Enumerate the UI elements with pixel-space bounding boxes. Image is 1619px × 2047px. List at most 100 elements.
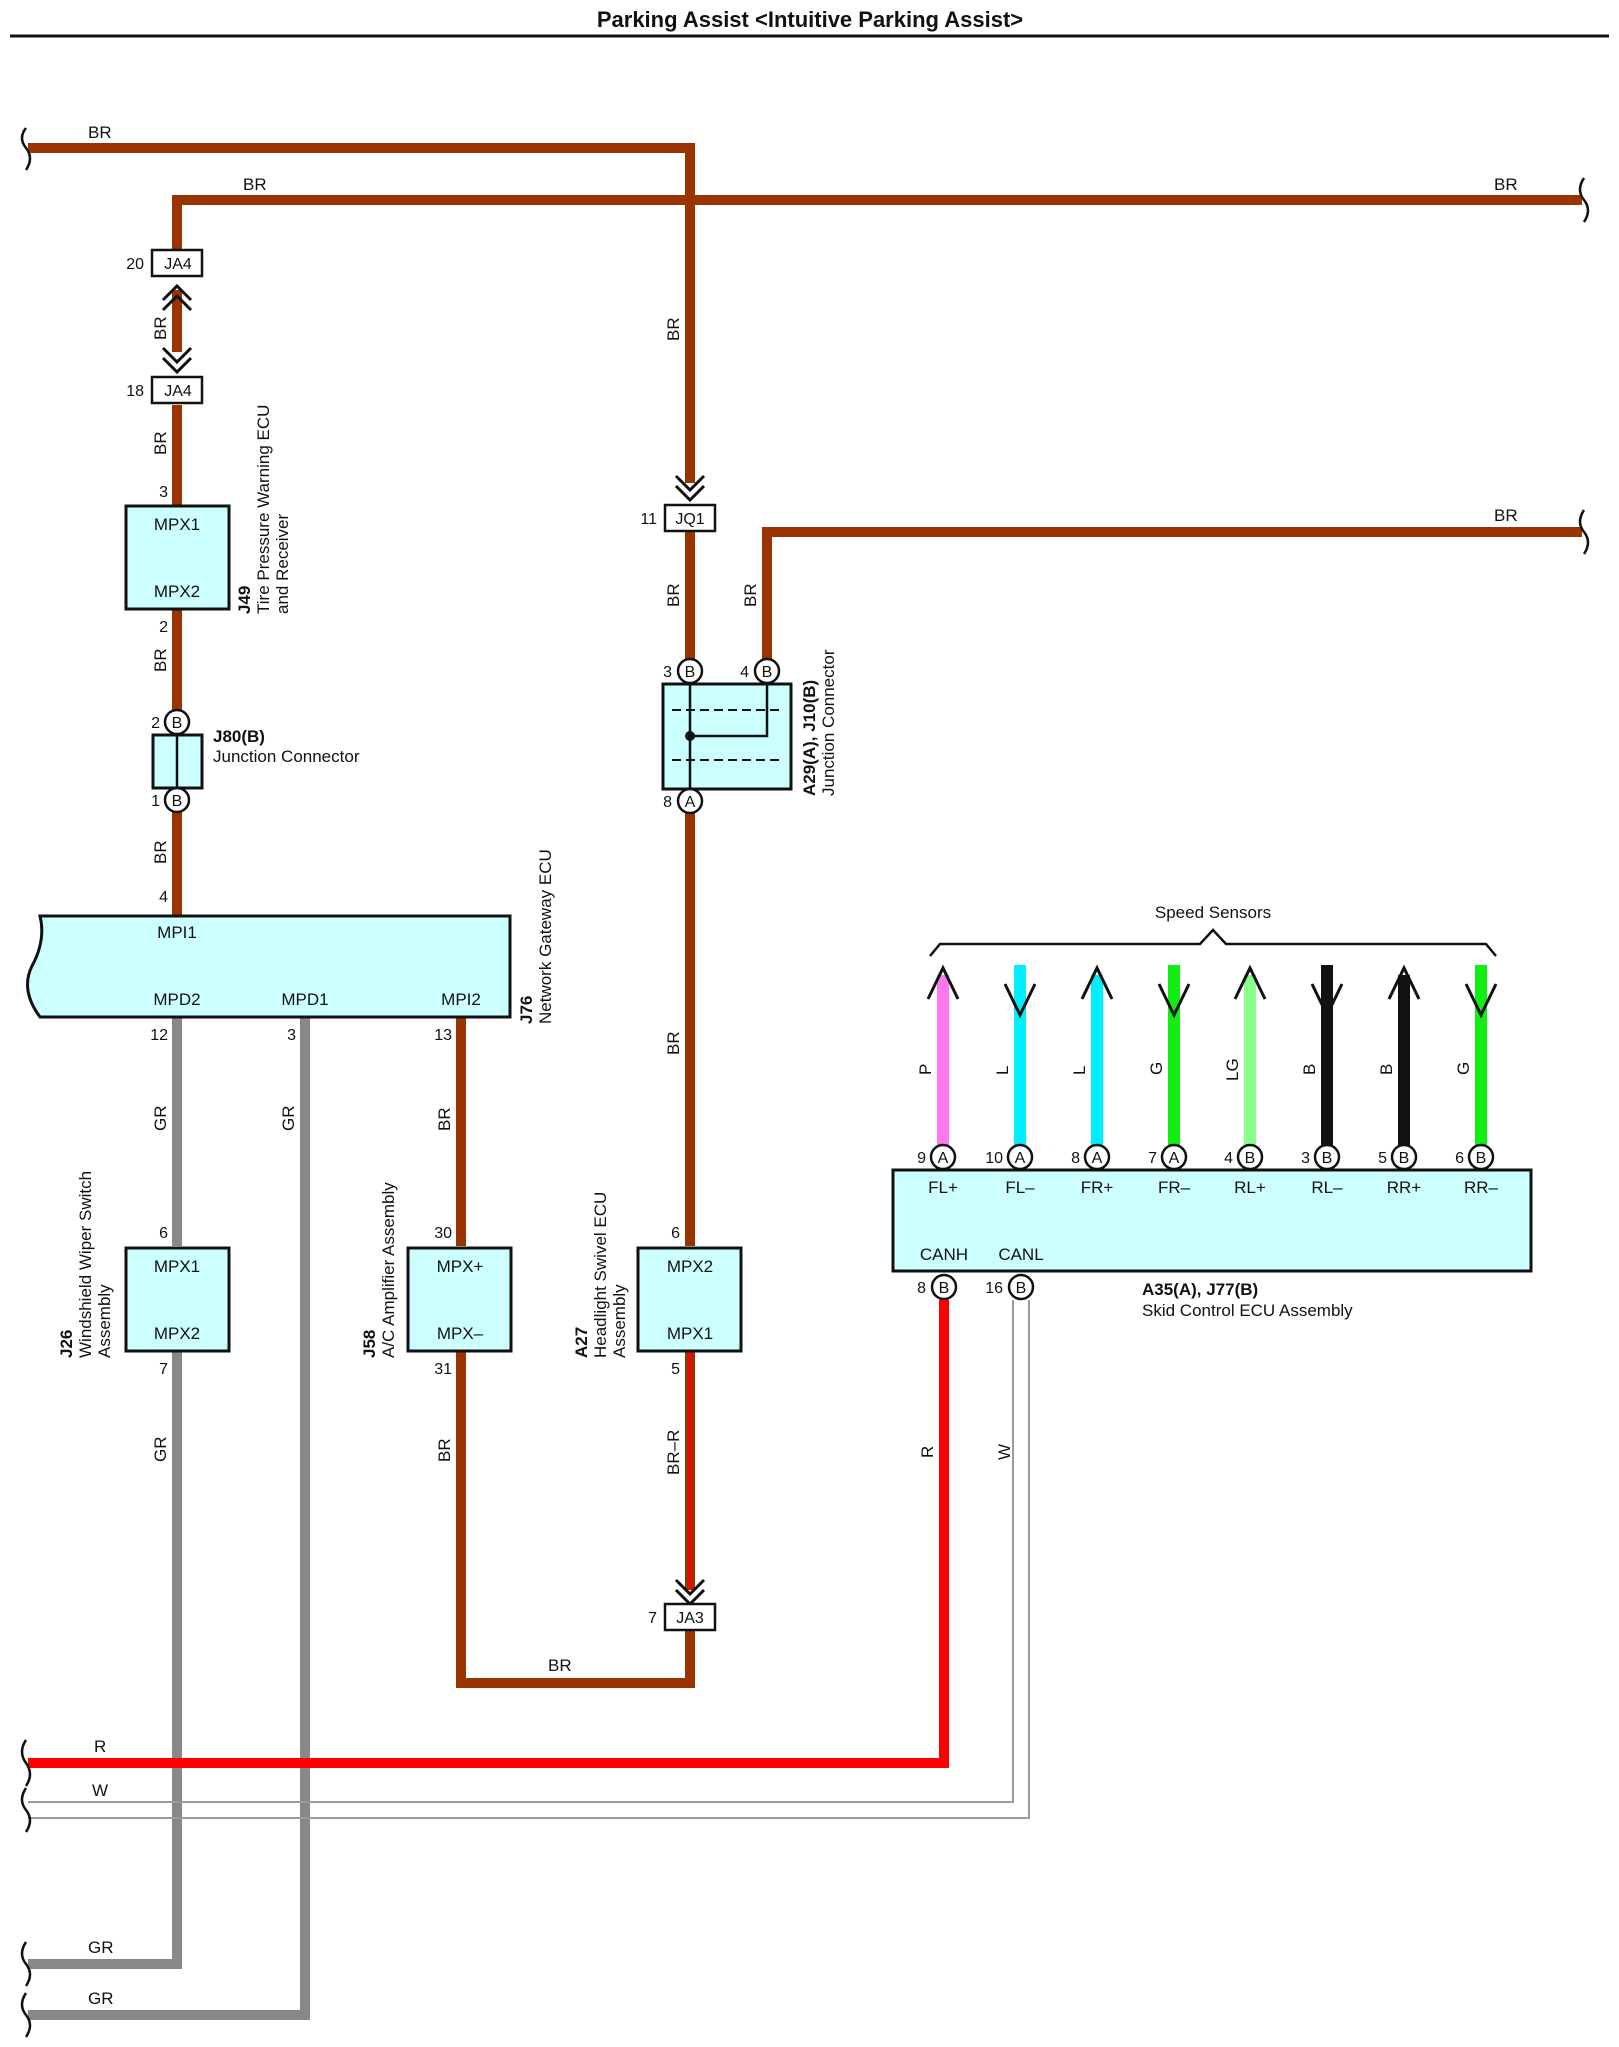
pin-number: 8	[663, 794, 672, 811]
wire-label: BR	[664, 1031, 683, 1055]
break-mark-top-left	[20, 127, 32, 171]
component-skid-control-ecu: A A A A B B B B 9 10 8 7 4 3 5 6 FL+ FL–…	[891, 1143, 1533, 1320]
wire-label: GR	[151, 1437, 170, 1463]
wire-br-branch-right	[762, 527, 1582, 660]
arrow-up-icon	[1387, 964, 1421, 1000]
svg-text:B: B	[685, 664, 696, 681]
connector-ja4-top: JA4 20	[126, 248, 204, 278]
wire-label: BR	[88, 123, 112, 142]
svg-text:5: 5	[1378, 1150, 1387, 1167]
svg-text:B: B	[762, 664, 773, 681]
wire-gr-j76-mpd1	[28, 1017, 310, 2020]
wire-label: BR	[548, 1656, 572, 1675]
component-name: Tire Pressure Warning ECU	[254, 405, 273, 614]
connector-ja4-bottom: JA4 18	[126, 375, 204, 405]
svg-text:9: 9	[917, 1150, 926, 1167]
terminal-label: MPD2	[153, 990, 200, 1009]
pin-number: 16	[985, 1280, 1003, 1297]
svg-text:FR+: FR+	[1081, 1178, 1114, 1197]
svg-text:B: B	[939, 1280, 950, 1297]
svg-text:JA4: JA4	[164, 256, 192, 273]
wire-br-top-horizontal	[172, 195, 1582, 250]
wire-label: R	[918, 1446, 937, 1458]
connector-ja3: JA3 7	[648, 1602, 717, 1632]
chevron-down-icon	[674, 474, 706, 503]
pin-number: 5	[671, 1361, 680, 1378]
break-mark-r	[20, 1739, 32, 1787]
connector-chevrons	[161, 283, 706, 1607]
terminal-label: CANH	[920, 1245, 968, 1264]
svg-text:18: 18	[126, 383, 144, 400]
sensor-pin-numbers: 9 10 8 7 4 3 5 6	[917, 1150, 1464, 1167]
terminal-label: MPX2	[154, 582, 200, 601]
terminal-label: MPI1	[157, 923, 197, 942]
wire-br-r-a27-ja3	[683, 1351, 697, 1590]
component-name: Network Gateway ECU	[536, 849, 555, 1024]
wire-label: BR	[151, 648, 170, 672]
svg-text:JQ1: JQ1	[675, 511, 704, 528]
wire-label: BR	[664, 317, 683, 341]
break-mark-w	[20, 1787, 32, 1833]
arrow-down-icon	[1157, 983, 1191, 1019]
svg-text:B: B	[172, 793, 183, 810]
break-mark-branch-right	[1578, 509, 1590, 555]
wire-color-label: P	[916, 1064, 935, 1075]
component-name: A/C Amplifier Assembly	[379, 1182, 398, 1358]
svg-text:RL+: RL+	[1234, 1178, 1266, 1197]
component-name: Headlight Swivel ECU	[591, 1192, 610, 1358]
arrow-up-icon	[1233, 964, 1267, 1000]
pin-number: 31	[434, 1361, 452, 1378]
svg-text:7: 7	[648, 1610, 657, 1627]
terminal-label: MPX2	[667, 1257, 713, 1276]
wire-label: BR	[151, 840, 170, 864]
terminal-label: MPX1	[667, 1324, 713, 1343]
wire-color-label: L	[1070, 1066, 1089, 1075]
wire-br-j58-ja3	[456, 1351, 695, 1688]
component-code: J76	[517, 996, 536, 1024]
wire-label: BR	[1494, 506, 1518, 525]
svg-text:RR+: RR+	[1387, 1178, 1422, 1197]
pin-number: 3	[663, 664, 672, 681]
component-name: Skid Control ECU Assembly	[1142, 1301, 1353, 1320]
wire-w-canl	[28, 1300, 1030, 1819]
connector-jq1: JQ1 11	[640, 503, 717, 533]
wire-label: GR	[88, 1989, 114, 2008]
svg-text:7: 7	[1148, 1150, 1157, 1167]
chevron-down-icon	[161, 346, 193, 375]
pin-number: 12	[150, 1027, 168, 1044]
chevron-up-icon	[161, 283, 193, 312]
svg-text:JA4: JA4	[164, 383, 192, 400]
wire-label: BR	[243, 175, 267, 194]
component-name: and Receiver	[273, 513, 292, 614]
pin-number: 1	[151, 793, 160, 810]
arrow-up-icon	[1080, 964, 1114, 1000]
terminal-label: MPX+	[437, 1257, 484, 1276]
wire-label: GR	[88, 1938, 114, 1957]
wire-color-label: G	[1454, 1062, 1473, 1075]
wire-label: BR	[1494, 175, 1518, 194]
component-code: J58	[360, 1330, 379, 1358]
svg-text:10: 10	[985, 1150, 1003, 1167]
wire-label: BR–R	[664, 1430, 683, 1475]
pin-number: 2	[151, 715, 160, 732]
svg-text:A: A	[685, 794, 696, 811]
break-mark-gr-1	[20, 1941, 32, 1987]
terminal-label: MPX1	[154, 515, 200, 534]
pin-number: 3	[159, 484, 168, 501]
component-name: Assembly	[610, 1284, 629, 1358]
break-mark-top-right	[1578, 177, 1590, 223]
pin-number: 6	[159, 1225, 168, 1242]
pin-number: 2	[159, 619, 168, 636]
terminal-label: CANL	[998, 1245, 1043, 1264]
svg-text:4: 4	[1224, 1150, 1233, 1167]
wire-label: BR	[151, 431, 170, 455]
svg-text:20: 20	[126, 256, 144, 273]
pin-number: 7	[159, 1361, 168, 1378]
component-code: A27	[572, 1327, 591, 1358]
component-code: J49	[235, 586, 254, 614]
svg-text:8: 8	[1071, 1150, 1080, 1167]
svg-text:A: A	[1092, 1150, 1103, 1167]
component-name: Junction Connector	[213, 747, 360, 766]
wire-color-label: B	[1377, 1064, 1396, 1075]
